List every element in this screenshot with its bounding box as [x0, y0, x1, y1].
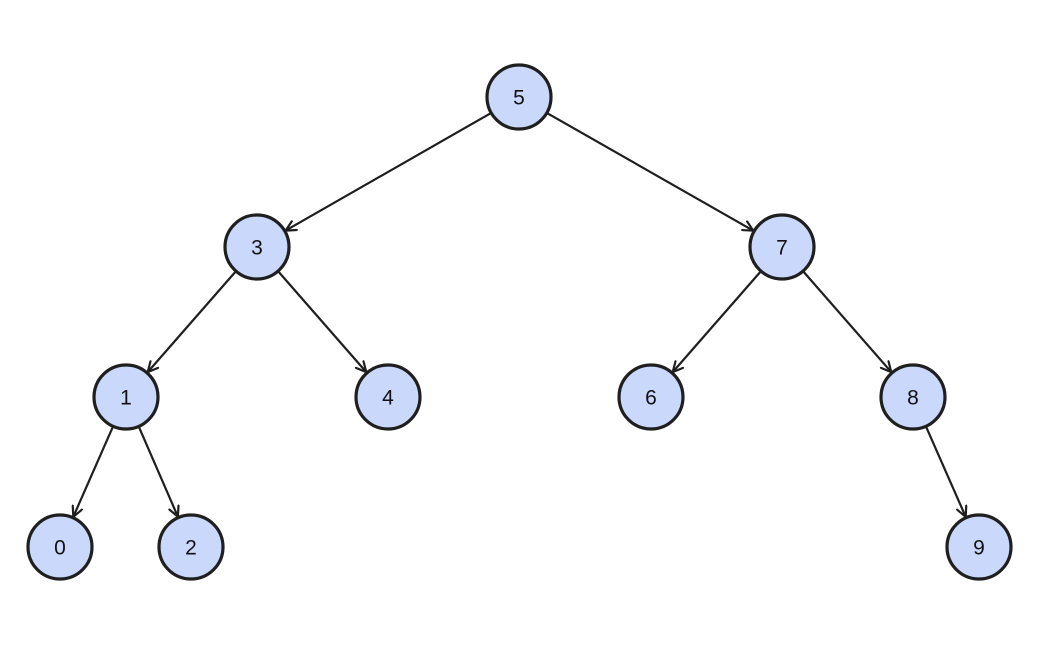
edge-5-to-3 — [286, 111, 492, 231]
node-circle — [945, 513, 1013, 581]
node-label: 0 — [54, 537, 66, 560]
edge-1-to-2 — [137, 425, 178, 516]
edge-8-to-9 — [924, 425, 966, 517]
edge-3-to-1 — [148, 270, 237, 372]
edge-layer — [73, 111, 966, 517]
node-circle — [879, 363, 947, 431]
edge-7-to-6 — [673, 270, 762, 372]
node-label: 1 — [120, 387, 132, 410]
tree-node-9: 9 — [945, 513, 1013, 581]
node-layer: 5 3 7 1 4 6 8 0 2 9 — [26, 63, 1013, 581]
tree-node-1: 1 — [92, 363, 160, 431]
edge-3-to-4 — [277, 270, 366, 372]
node-circle — [748, 213, 816, 281]
node-circle — [617, 363, 685, 431]
node-circle — [223, 213, 291, 281]
node-circle — [26, 513, 94, 581]
tree-node-5: 5 — [485, 63, 553, 131]
tree-node-0: 0 — [26, 513, 94, 581]
node-label: 4 — [382, 387, 394, 410]
tree-node-4: 4 — [354, 363, 422, 431]
node-label: 2 — [185, 537, 197, 560]
node-label: 9 — [973, 537, 985, 560]
edge-7-to-8 — [802, 270, 891, 372]
node-label: 8 — [907, 387, 919, 410]
node-label: 3 — [251, 237, 263, 260]
tree-node-8: 8 — [879, 363, 947, 431]
tree-node-7: 7 — [748, 213, 816, 281]
tree-node-6: 6 — [617, 363, 685, 431]
edge-1-to-0 — [73, 425, 115, 517]
node-circle — [157, 513, 225, 581]
node-circle — [92, 363, 160, 431]
edge-5-to-7 — [546, 111, 754, 231]
node-circle — [354, 363, 422, 431]
node-label: 7 — [776, 237, 788, 260]
node-label: 6 — [645, 387, 657, 410]
tree-node-3: 3 — [223, 213, 291, 281]
node-circle — [485, 63, 553, 131]
tree-node-2: 2 — [157, 513, 225, 581]
node-label: 5 — [513, 87, 525, 110]
